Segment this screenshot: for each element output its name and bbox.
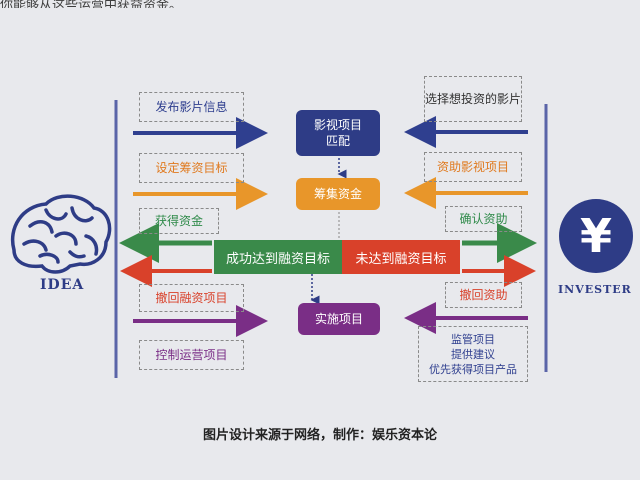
image-caption: 图片设计来源于网络，制作：娱乐资本论 — [202, 428, 437, 443]
invester-label: INVESTER — [558, 283, 632, 296]
step-left-withdraw: 撤回融资项目 — [139, 284, 244, 312]
step-right-choose-film-text: 选择想投资的影片 — [425, 91, 522, 106]
step-right-fund-project: 资助影视项目 — [424, 152, 522, 182]
step-left-set-target: 设定筹资目标 — [139, 153, 244, 183]
outcome-fail: 未达到融资目标 — [342, 240, 460, 274]
node-implement: 实施项目 — [298, 303, 380, 335]
yen-coin-icon — [559, 199, 633, 273]
yen-symbol: ¥ — [579, 209, 612, 263]
step-right-confirm: 确认资助 — [445, 206, 522, 232]
top-cut-text: 你能够从这些运营中获益资金。 — [0, 0, 183, 8]
step-right-withdraw: 撤回资助 — [445, 282, 522, 308]
step-left-control: 控制运营项目 — [139, 340, 244, 370]
step-left-get-funds: 获得资金 — [139, 208, 219, 234]
step-left-publish-info: 发布影片信息 — [139, 92, 244, 122]
node-project-match: 影视项目 匹配 — [296, 110, 380, 156]
outcome-success: 成功达到融资目标 — [214, 240, 342, 274]
step-right-monitor: 监管项目 提供建议 优先获得项目产品 — [418, 326, 528, 382]
step-right-choose-film: 选择想投资的影片 — [424, 76, 522, 122]
node-raise-funds: 筹集资金 — [296, 178, 380, 210]
idea-label: IDEA — [40, 277, 85, 293]
brain-icon — [10, 194, 112, 274]
